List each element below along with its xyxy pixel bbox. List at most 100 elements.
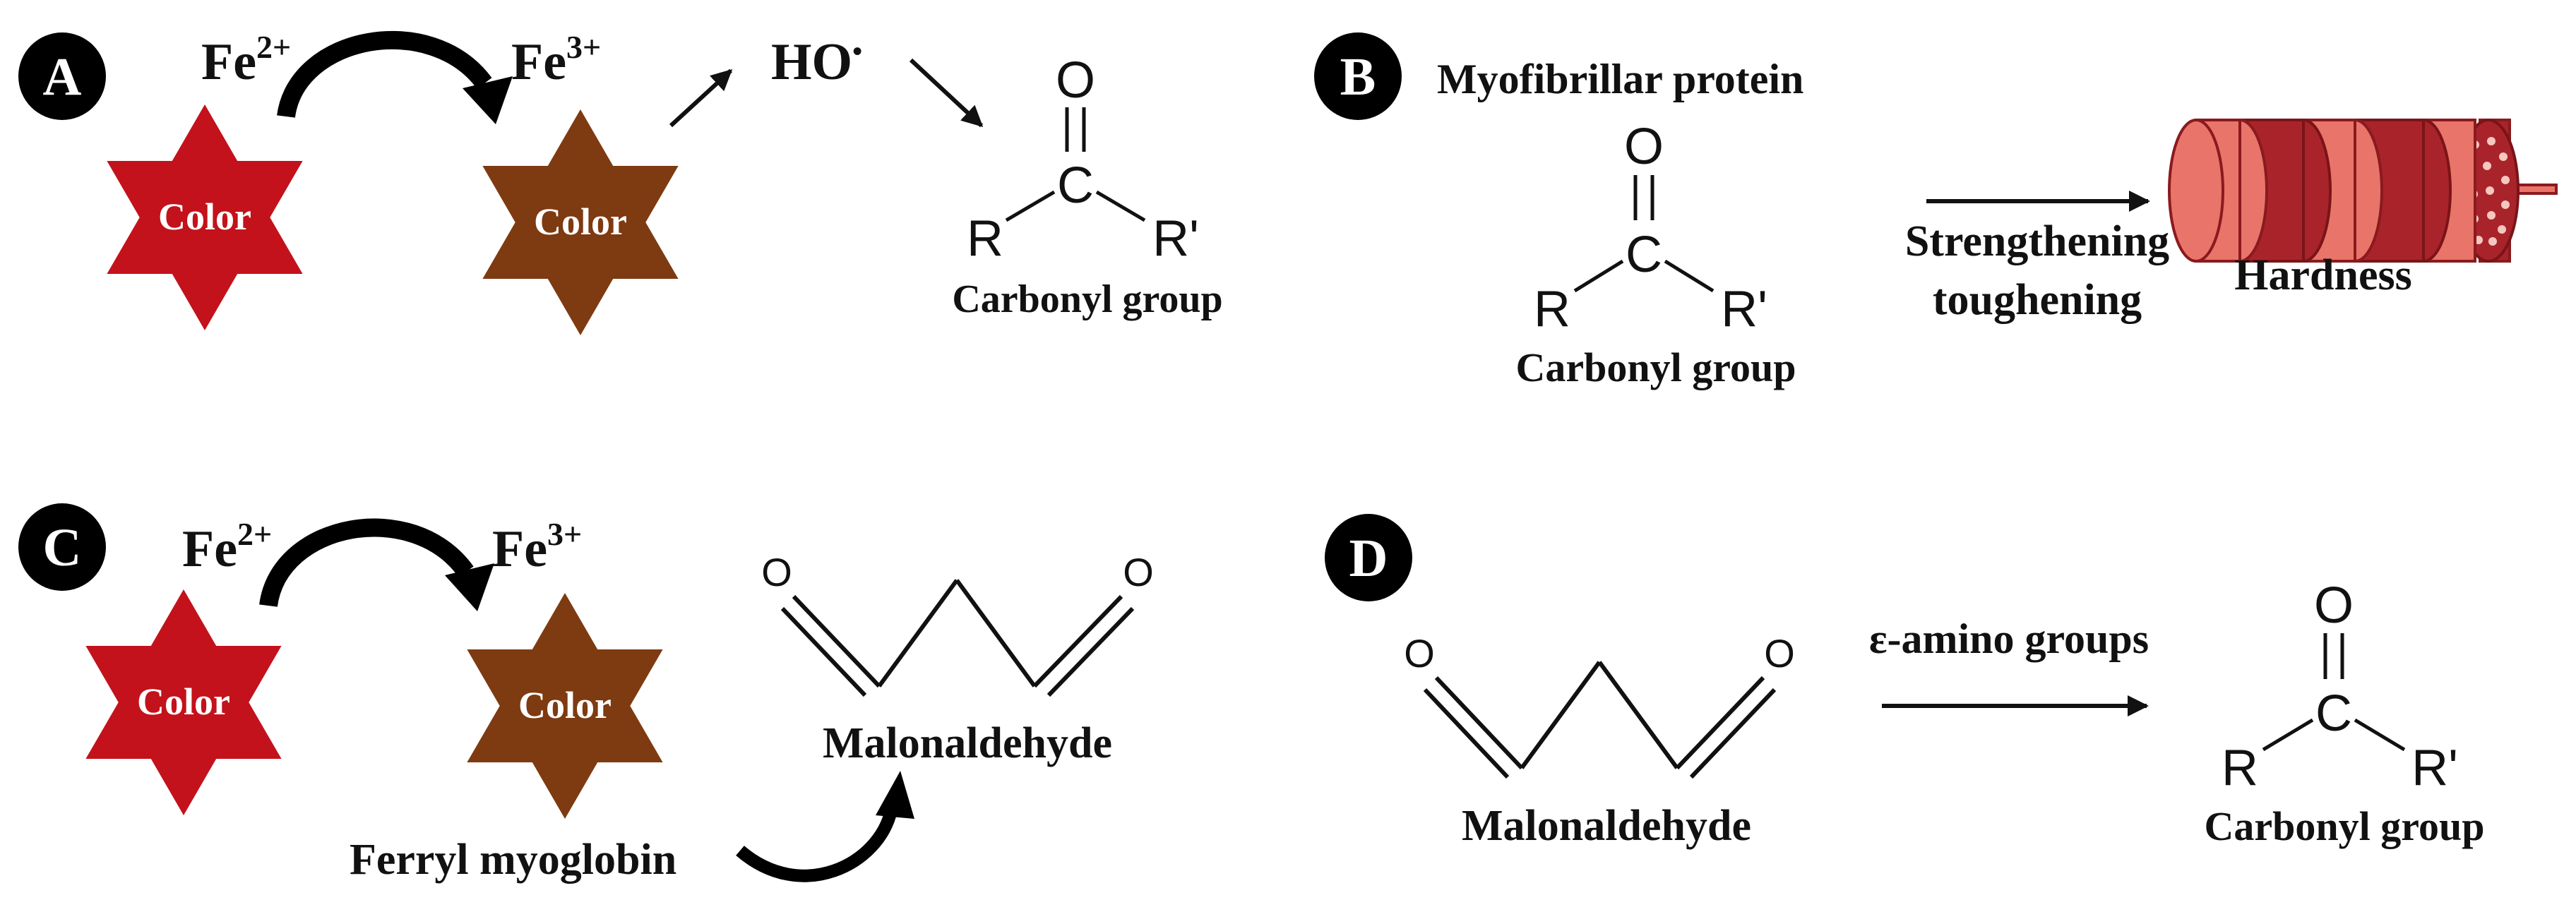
panel-a-carbonyl-label: Carbonyl group xyxy=(952,277,1222,321)
panel-d-mda-label: Malonaldehyde xyxy=(1462,802,1751,850)
panel-c-star-fe3-shape xyxy=(467,593,663,819)
panel-d-mda-bond-4b xyxy=(1689,688,1777,779)
panel-a-radical-dot: • xyxy=(852,35,862,67)
panel-d-mda-bond-2 xyxy=(1520,661,1602,769)
panel-d-bond-right xyxy=(2354,718,2406,752)
panel-a-carbonyl-r2: R' xyxy=(1152,210,1199,267)
panel-c-mda-label: Malonaldehyde xyxy=(823,719,1112,767)
panel-c-curved-arrow xyxy=(259,518,494,611)
panel-c-mda-bond-4b xyxy=(1046,606,1135,697)
panel-c-mda-bond-1a xyxy=(792,594,881,688)
panel-c-mda-bond-2 xyxy=(877,579,959,688)
panel-b-carbonyl-c: C xyxy=(1626,227,1662,283)
panel-a-star-fe2-shape xyxy=(107,104,303,330)
panel-d-badge: D xyxy=(1325,514,1412,601)
panel-a-carbonyl-structure: O C R R' Carbonyl group xyxy=(952,52,1222,321)
panel-c-star-fe2-shape xyxy=(85,589,282,815)
panel-c-star-fe3: Color xyxy=(467,593,663,819)
panel-a-fe2-label: Fe2+ xyxy=(201,29,291,91)
panel-c-mda-bond-3 xyxy=(955,579,1037,688)
panel-a-carbonyl-o: O xyxy=(1056,52,1095,109)
panel-c-star-fe2: Color xyxy=(85,589,282,815)
panel-d-mda-bond-1a xyxy=(1434,676,1524,770)
panel-a-radical-symbol: HO xyxy=(771,33,852,91)
panel-c-ferryl-label: Ferryl myoglobin xyxy=(350,836,676,884)
panel-a-fe2-charge: 2+ xyxy=(256,29,291,65)
panel-b-carbonyl-r2: R' xyxy=(1721,281,1767,337)
panel-b-carbonyl-r: R xyxy=(1534,281,1570,337)
panel-b-title: Myofibrillar protein xyxy=(1437,56,1803,102)
panel-d-letter: D xyxy=(1349,529,1388,588)
panel-a-badge: A xyxy=(18,32,106,120)
panel-a-star-fe3: Color xyxy=(482,109,679,335)
panel-b-letter: B xyxy=(1340,47,1376,107)
panel-b-result-label: Hardness xyxy=(2234,251,2411,299)
panel-d-badge-circle xyxy=(1325,514,1412,601)
panel-a-badge-circle xyxy=(18,32,106,120)
panel-a-fe2-symbol: Fe xyxy=(201,33,256,91)
panel-c-badge: C xyxy=(18,503,106,591)
panel-d-arrow-label: ε-amino groups xyxy=(1869,616,2149,662)
panel-a-letter: A xyxy=(43,47,82,107)
panel-c-fe3-symbol: Fe xyxy=(492,520,547,578)
panel-c-fe3-label: Fe3+ xyxy=(492,516,582,578)
panel-a-star-fe3-shape xyxy=(482,109,679,335)
panel-d-mda-bond-3 xyxy=(1597,661,1679,769)
panel-d-carbonyl-r: R xyxy=(2222,740,2258,796)
panel-c-mda-bond-4a xyxy=(1032,594,1123,688)
panel-a: A Fe2+ Fe3+ Color Color HO• O C R R' xyxy=(18,29,1223,335)
panel-c-mda-o2: O xyxy=(1123,550,1154,594)
panel-b-badge-circle xyxy=(1314,32,1402,120)
panel-a-arrow-to-carbonyl xyxy=(909,58,984,128)
panel-a-carbonyl-r: R xyxy=(967,210,1003,267)
panel-d: D O O Malonaldehyde ε-amino groups O C R… xyxy=(1325,514,2484,850)
panel-d-carbonyl-o: O xyxy=(2314,577,2354,634)
panel-b: B Myofibrillar protein O C R R' Carbonyl… xyxy=(1314,32,2558,390)
panel-c-mda-o1: O xyxy=(761,550,792,594)
panel-c-star-fe2-label: Color xyxy=(137,680,230,723)
panel-d-mda-o1: O xyxy=(1404,631,1435,676)
panel-b-arrow-label-2: toughening xyxy=(1933,276,2142,324)
panel-a-fe3-symbol: Fe xyxy=(511,33,566,91)
panel-c-fe2-label: Fe2+ xyxy=(182,516,272,578)
panel-b-bond-right xyxy=(1664,259,1715,293)
panel-c-fe2-symbol: Fe xyxy=(182,520,237,578)
panel-d-carbonyl-label: Carbonyl group xyxy=(2205,803,2485,849)
panel-b-arrow-label-1: Strengthening xyxy=(1905,217,2169,265)
panel-d-carbonyl-r2: R' xyxy=(2411,740,2458,796)
panel-a-radical-label: HO• xyxy=(771,33,862,91)
panel-a-carbonyl-c: C xyxy=(1057,157,1094,214)
panel-c-mda-bond-1b xyxy=(780,606,867,697)
panel-b-badge: B xyxy=(1314,32,1402,120)
panel-c-ferryl-arrow xyxy=(736,771,914,882)
panel-a-star-fe3-label: Color xyxy=(534,200,627,243)
panel-c-badge-circle xyxy=(18,503,106,591)
panel-d-mda-o2: O xyxy=(1764,631,1795,676)
muscle-fiber-icon xyxy=(2168,119,2558,263)
panel-d-mda-bond-1b xyxy=(1423,688,1510,779)
panel-d-carbonyl-c: C xyxy=(2315,685,2352,742)
panel-a-curved-arrow xyxy=(277,31,513,124)
panel-c-letter: C xyxy=(43,518,82,577)
panel-a-fe3-label: Fe3+ xyxy=(511,29,601,91)
panel-d-malonaldehyde-structure: O O Malonaldehyde xyxy=(1404,631,1795,850)
panel-c: C Fe2+ Fe3+ Color Color O O Malonaldehyd… xyxy=(18,503,1154,884)
panel-b-carbonyl-o: O xyxy=(1624,119,1664,175)
panel-d-bond-left xyxy=(2262,718,2314,752)
muscle-start-cap xyxy=(2168,119,2224,263)
panel-b-carbonyl-structure: O C R R' Carbonyl group xyxy=(1516,119,1796,390)
panel-a-fe3-charge: 3+ xyxy=(566,29,601,65)
panel-a-arrow-to-radical xyxy=(669,68,733,128)
panel-a-bond-left xyxy=(1005,190,1056,222)
panel-d-carbonyl-structure: O C R R' Carbonyl group xyxy=(2205,577,2485,849)
panel-a-bond-right xyxy=(1095,190,1146,222)
panel-b-bond-left xyxy=(1573,259,1624,293)
panel-a-star-fe2-label: Color xyxy=(158,196,251,238)
panel-c-star-fe3-label: Color xyxy=(518,684,612,726)
panel-b-carbonyl-label: Carbonyl group xyxy=(1516,344,1796,390)
panel-d-mda-bond-4a xyxy=(1675,676,1765,770)
panel-c-malonaldehyde-structure: O O Malonaldehyde xyxy=(761,550,1154,767)
panel-c-fe3-charge: 3+ xyxy=(547,516,582,552)
panel-c-fe2-charge: 2+ xyxy=(237,516,272,552)
